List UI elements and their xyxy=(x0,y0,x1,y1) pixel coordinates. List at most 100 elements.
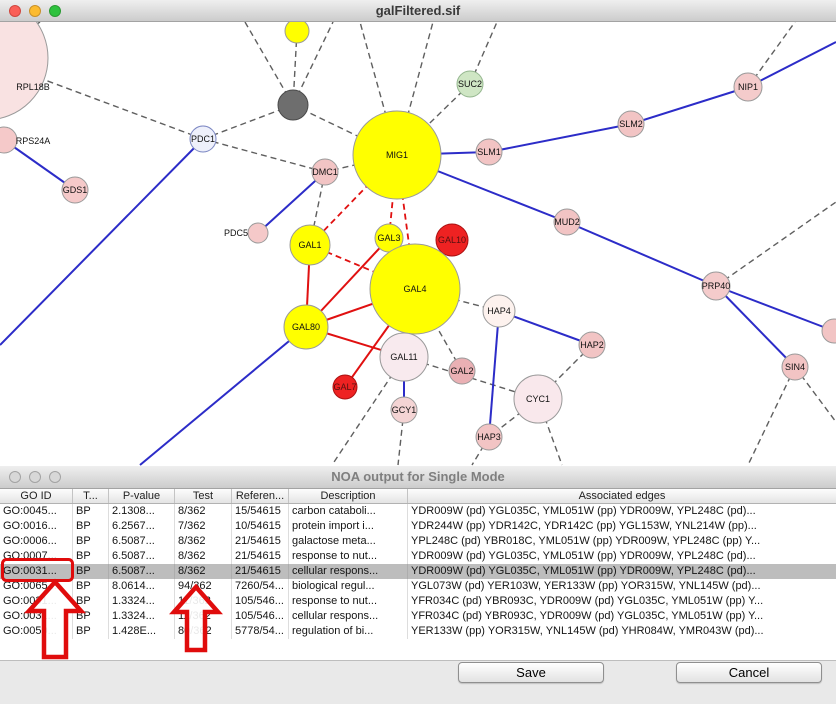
network-edge[interactable] xyxy=(3,139,76,191)
node-label: NIP1 xyxy=(738,82,758,92)
table-cell-reference: 21/54615 xyxy=(232,534,289,549)
node-label: GAL3 xyxy=(377,233,400,243)
table-cell-reference: 7260/54... xyxy=(232,579,289,594)
column-header-test[interactable]: Test xyxy=(175,489,232,503)
noa-window-title: NOA output for Single Mode xyxy=(331,469,505,484)
network-edge[interactable] xyxy=(257,171,326,234)
node-SIN4[interactable] xyxy=(781,353,809,381)
table-cell-description: carbon cataboli... xyxy=(289,504,408,519)
minimize-button[interactable] xyxy=(29,471,41,483)
node-label: GAL2 xyxy=(450,366,473,376)
table-cell-associated-edges: YER133W (pp) YOR315W, YNL145W (pd) YHR08… xyxy=(411,625,764,637)
table-cell-description: cellular respons... xyxy=(289,609,408,624)
node-SLM2[interactable] xyxy=(617,110,645,138)
network-edge[interactable] xyxy=(488,123,632,153)
node-SUC2[interactable] xyxy=(456,70,484,98)
node-label: GAL11 xyxy=(390,352,417,362)
column-header-description[interactable]: Description xyxy=(289,489,408,503)
network-edge[interactable] xyxy=(202,104,294,140)
network-edge[interactable] xyxy=(630,86,749,125)
node-label: GAL1 xyxy=(298,240,321,250)
table-cell-associated-edges: YDR009W (pd) YGL035C, YML051W (pp) YDR00… xyxy=(411,550,756,562)
network-edge[interactable] xyxy=(0,138,204,346)
column-header-p-value[interactable]: P-value xyxy=(109,489,175,503)
node-GAL1[interactable] xyxy=(289,224,331,266)
node-NIP1[interactable] xyxy=(733,72,763,102)
node-PRP40[interactable] xyxy=(701,271,731,301)
zoom-button[interactable] xyxy=(49,5,61,17)
zoom-button[interactable] xyxy=(49,471,61,483)
node-MIG1[interactable] xyxy=(352,110,442,200)
node-RPL18B[interactable] xyxy=(0,22,49,120)
close-button[interactable] xyxy=(9,471,21,483)
node-GRAY1[interactable] xyxy=(277,89,309,121)
node-TOPY[interactable] xyxy=(284,22,310,44)
node-GDS1[interactable] xyxy=(61,176,89,204)
node-PDC5[interactable] xyxy=(247,222,269,244)
network-edge[interactable] xyxy=(566,221,717,287)
table-cell-test: 8/362 xyxy=(175,564,232,579)
network-edge[interactable] xyxy=(747,366,796,466)
node-GAL80[interactable] xyxy=(283,304,329,350)
network-edge[interactable] xyxy=(715,285,796,368)
node-HAP4[interactable] xyxy=(482,294,516,328)
network-edge[interactable] xyxy=(747,41,836,88)
table-cell-go-id: GO:0045... xyxy=(0,504,73,519)
node-MUD2[interactable] xyxy=(553,208,581,236)
table-cell-description: cellular respons... xyxy=(289,564,408,579)
node-CYC1[interactable] xyxy=(513,374,563,424)
node-GAL10[interactable] xyxy=(435,223,469,257)
column-header-go-id[interactable]: GO ID xyxy=(0,489,73,503)
table-cell-test: 8/362 xyxy=(175,549,232,564)
table-cell-go-id: GO:0007... xyxy=(0,549,73,564)
close-button[interactable] xyxy=(9,5,21,17)
node-HAP3[interactable] xyxy=(475,423,503,451)
node-GAL4[interactable] xyxy=(369,243,461,335)
noa-titlebar[interactable]: NOA output for Single Mode xyxy=(0,466,836,489)
column-header-reference[interactable]: Referen... xyxy=(232,489,289,503)
network-edge[interactable] xyxy=(488,310,500,438)
network-edge[interactable] xyxy=(715,201,836,287)
table-cell-p-value: 6.5087... xyxy=(109,549,175,564)
node-label: GAL10 xyxy=(438,235,466,245)
table-cell-reference: 15/54615 xyxy=(232,504,289,519)
network-titlebar[interactable]: galFiltered.sif xyxy=(0,0,836,22)
node-GCY1[interactable] xyxy=(390,396,418,424)
node-DMC1[interactable] xyxy=(311,158,339,186)
node-HAP2[interactable] xyxy=(578,331,606,359)
node-GAL2[interactable] xyxy=(448,357,476,385)
node-EDGE_R[interactable] xyxy=(821,318,836,344)
column-header-associated-edges[interactable]: Associated edges xyxy=(578,490,666,502)
node-label: SLM1 xyxy=(477,147,501,157)
table-cell-test: 8/362 xyxy=(175,534,232,549)
node-label: HAP4 xyxy=(487,306,511,316)
node-PDC1[interactable] xyxy=(189,125,217,153)
node-label: HAP3 xyxy=(477,432,501,442)
minimize-button[interactable] xyxy=(29,5,41,17)
column-header-type[interactable]: T... xyxy=(73,489,109,503)
node-GAL7[interactable] xyxy=(332,374,358,400)
network-edge[interactable] xyxy=(414,288,463,372)
network-edge[interactable] xyxy=(244,22,294,106)
network-edge[interactable] xyxy=(715,285,835,332)
network-edge[interactable] xyxy=(498,310,593,346)
cancel-button[interactable]: Cancel xyxy=(676,662,822,683)
table-cell-p-value: 6.5087... xyxy=(109,564,175,579)
node-RPS24A[interactable] xyxy=(0,126,18,154)
network-edge[interactable] xyxy=(202,138,326,173)
save-button[interactable]: Save xyxy=(458,662,604,683)
node-GAL11[interactable] xyxy=(379,332,429,382)
node-SLM1[interactable] xyxy=(475,138,503,166)
network-edge[interactable] xyxy=(139,326,307,466)
